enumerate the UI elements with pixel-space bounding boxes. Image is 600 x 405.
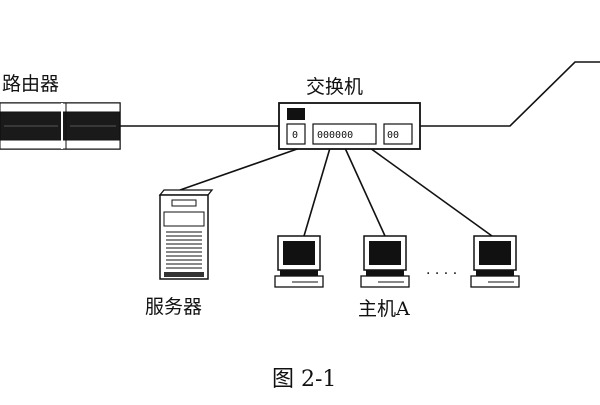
server-label: 服务器 bbox=[145, 296, 202, 318]
computer-icon bbox=[470, 235, 520, 288]
connections bbox=[120, 61, 600, 237]
router-icon bbox=[0, 102, 121, 150]
link-switch-host3 bbox=[369, 147, 493, 237]
switch-port-mid: 000000 bbox=[317, 130, 353, 141]
switch-port-right: 00 bbox=[387, 130, 399, 141]
figure-caption: 图 2-1 bbox=[272, 367, 336, 392]
link-switch-server bbox=[179, 147, 301, 191]
ellipsis-dots: · · · · bbox=[426, 266, 457, 282]
host-label: 主机A bbox=[358, 298, 410, 320]
switch-label: 交换机 bbox=[306, 76, 363, 98]
switch-icon bbox=[278, 102, 421, 150]
link-switch-host2 bbox=[344, 147, 386, 237]
router-label: 路由器 bbox=[2, 73, 59, 95]
link-switch-wan bbox=[420, 61, 600, 127]
computer-icon bbox=[274, 235, 324, 288]
server-icon bbox=[158, 189, 214, 280]
switch-port-left: 0 bbox=[292, 130, 298, 141]
computer-icon bbox=[360, 235, 410, 288]
link-switch-host1 bbox=[303, 147, 331, 237]
